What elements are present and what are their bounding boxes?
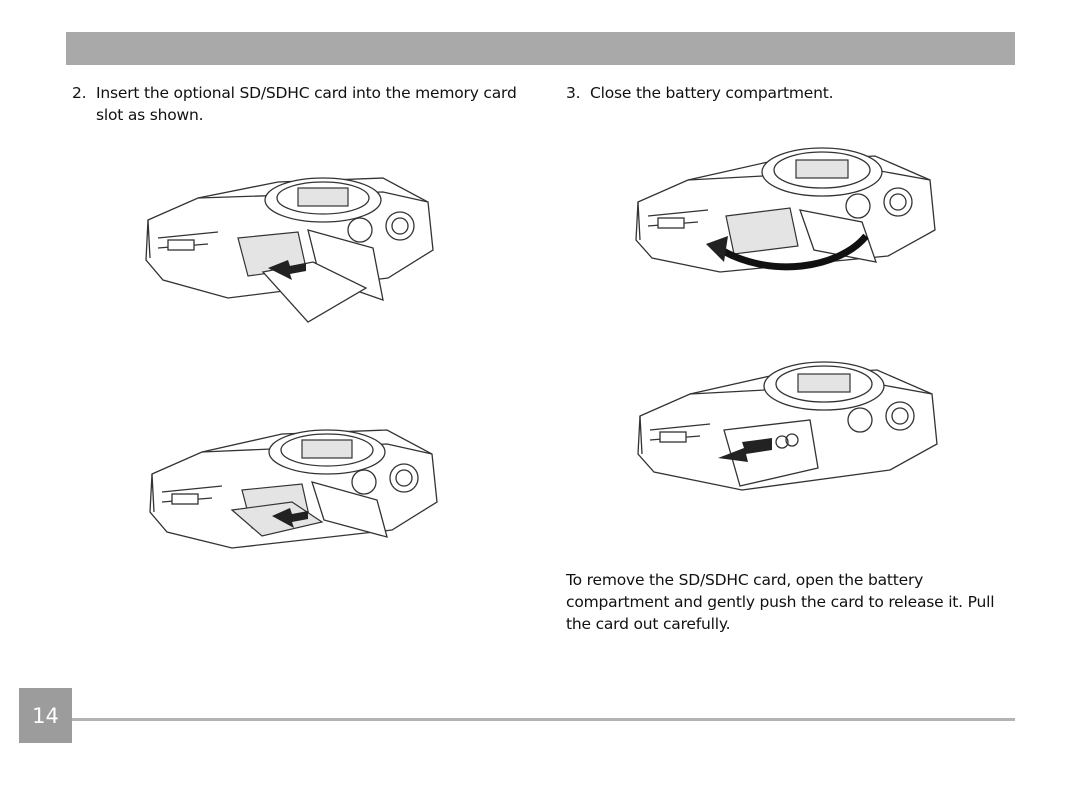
camera-insert-card-icon	[145, 177, 434, 323]
step-2-text: Insert the optional SD/SDHC card into th…	[96, 84, 517, 124]
camera-closed-door-icon	[637, 361, 938, 491]
camera-card-inserted-icon	[149, 429, 438, 549]
step-3-text: Close the battery compartment.	[590, 84, 834, 102]
step-2: 2. Insert the optional SD/SDHC card into…	[72, 82, 532, 126]
camera-close-door-icon	[635, 147, 936, 273]
page-number: 14	[19, 688, 72, 743]
step-3: 3. Close the battery compartment.	[566, 82, 1006, 104]
removal-note: To remove the SD/SDHC card, open the bat…	[566, 571, 995, 633]
step-3-number: 3.	[566, 84, 581, 102]
footer-rule	[72, 718, 1015, 721]
step-2-number: 2.	[72, 84, 87, 102]
header-bar	[66, 32, 1015, 65]
